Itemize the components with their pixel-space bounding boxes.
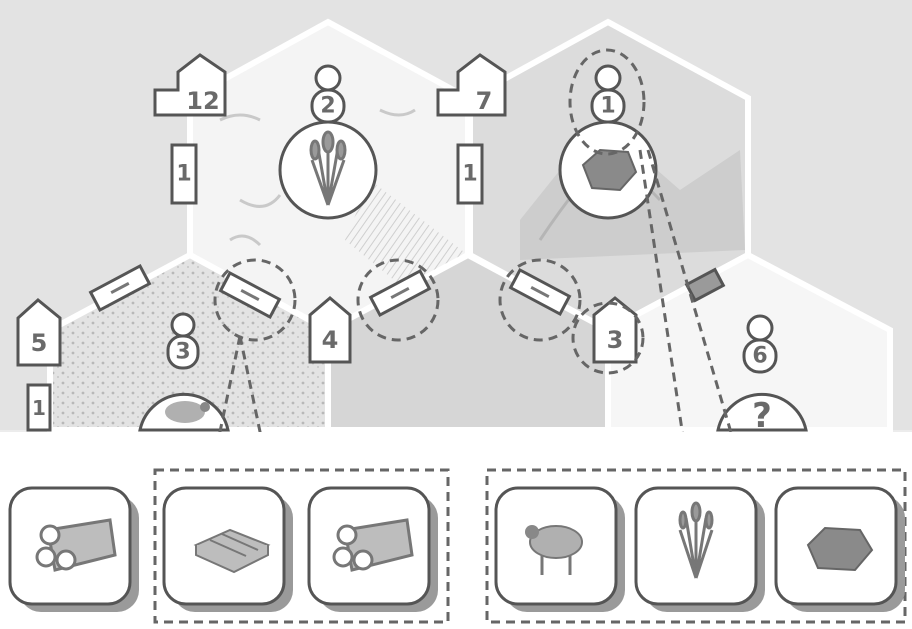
road-counter-pasture: 1	[28, 385, 50, 430]
settler-grain: 2	[312, 66, 344, 122]
resource-card	[636, 488, 765, 612]
grain-disc	[280, 122, 376, 218]
svg-text:2: 2	[320, 94, 335, 119]
port-label-12: 12	[186, 87, 219, 115]
svg-text:1: 1	[462, 162, 477, 187]
resource-card	[496, 488, 625, 612]
resource-card	[164, 488, 293, 612]
svg-text:1: 1	[600, 94, 615, 119]
vertex-label-4: 4	[322, 326, 339, 354]
resource-card	[309, 488, 438, 612]
resource-card	[776, 488, 905, 612]
settler-pasture: 3	[168, 314, 198, 368]
road-counter-grain: 1	[172, 145, 196, 203]
settler-unknown: 6	[744, 316, 776, 372]
svg-text:1: 1	[32, 396, 46, 420]
road-counter-ore: 1	[458, 145, 482, 203]
svg-text:1: 1	[176, 162, 191, 187]
question-icon: ?	[752, 396, 772, 436]
vertex-label-3: 3	[607, 326, 624, 354]
port-label-7: 7	[476, 87, 493, 115]
svg-text:3: 3	[175, 340, 190, 365]
port-label-5: 5	[31, 329, 48, 357]
settler-ore: 1	[592, 66, 624, 122]
svg-text:6: 6	[752, 344, 767, 369]
resource-card	[10, 488, 139, 612]
